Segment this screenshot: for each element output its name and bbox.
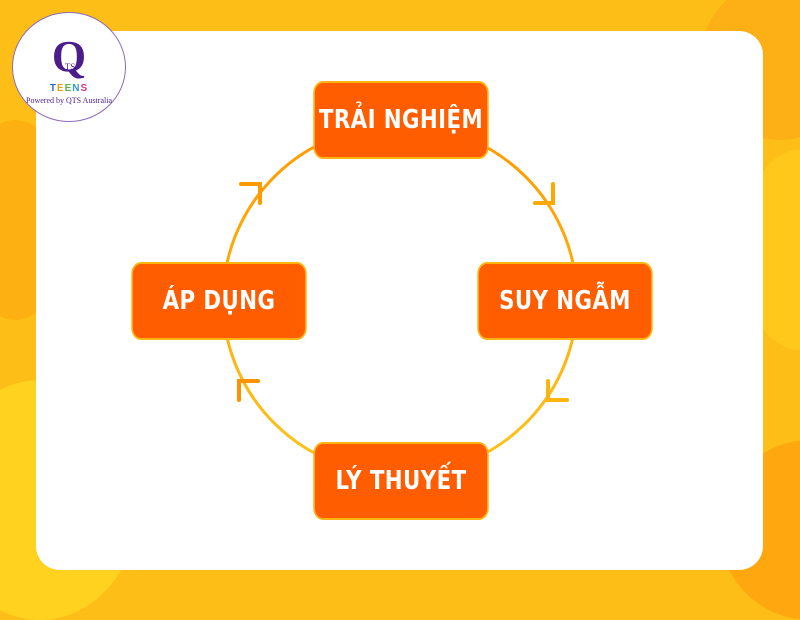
arrow-icon [239,182,262,205]
node-label: LÝ THUYẾT [335,466,467,496]
node-ly-thuyet: LÝ THUYẾT [313,442,489,520]
node-ap-dung: ÁP DỤNG [131,262,307,340]
node-label: SUY NGẪM [499,286,631,316]
node-label: TRẢI NGHIỆM [318,105,484,135]
arrow-icon [237,379,260,402]
node-trai-nghiem: TRẢI NGHIỆM [313,81,489,159]
arrow-icon [546,379,569,402]
arrow-icon [533,182,555,205]
node-suy-ngam: SUY NGẪM [477,262,653,340]
node-label: ÁP DỤNG [162,286,276,316]
logo-tagline: Powered by QTS Australia [26,96,112,105]
logo-brand-text: TEENS [49,83,89,94]
